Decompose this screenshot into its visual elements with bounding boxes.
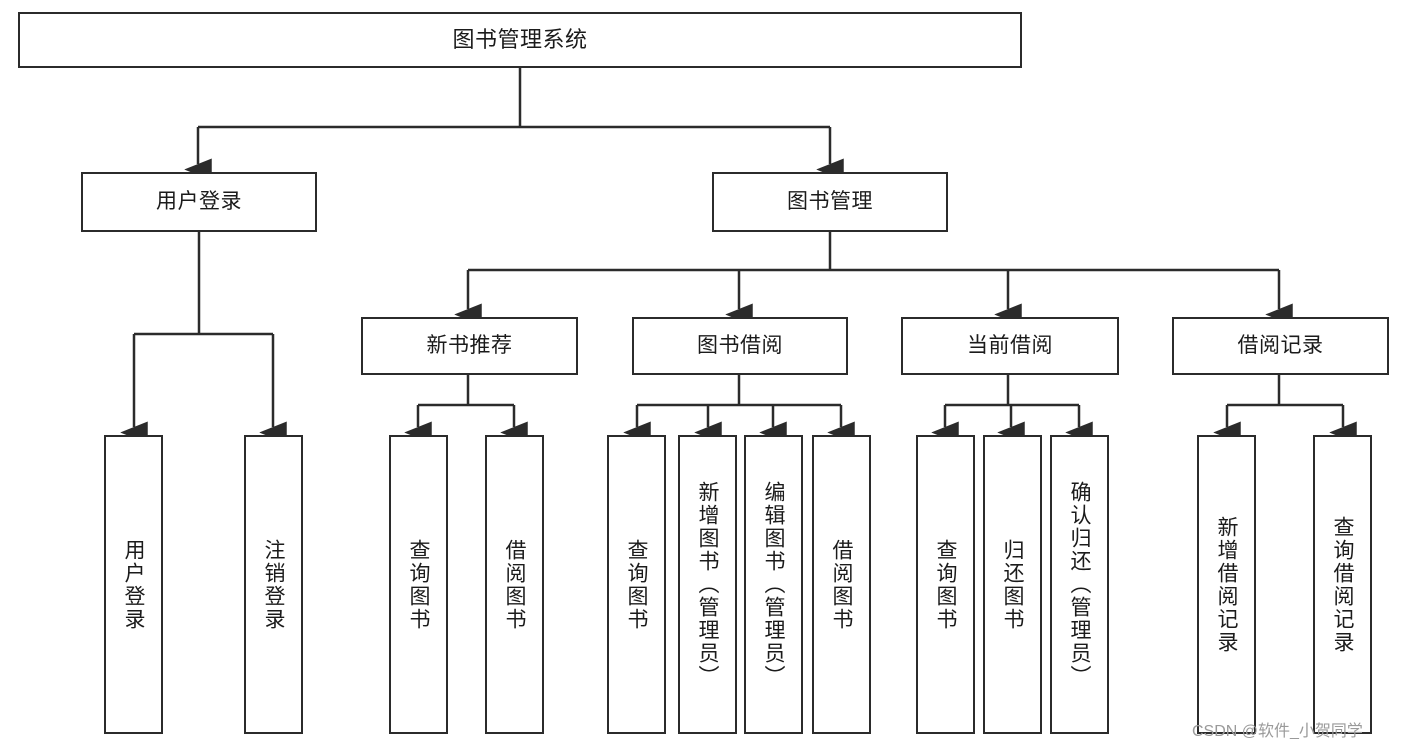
watermark-text: CSDN @软件_小贺同学	[1192, 723, 1363, 740]
node-leaf-logout-label: 注销登录	[262, 538, 285, 631]
node-leaf-query-book-a-label: 查询图书	[407, 538, 430, 631]
node-leaf-confirm-return[interactable]: 确认归还（管理员）	[1050, 435, 1109, 734]
node-leaf-add-book-label: 新增图书（管理员）	[696, 481, 719, 688]
node-leaf-query-book-b-label: 查询图书	[625, 538, 648, 631]
node-leaf-return-book-label: 归还图书	[1001, 538, 1024, 631]
node-leaf-query-book-a[interactable]: 查询图书	[389, 435, 448, 734]
node-current-borrow[interactable]: 当前借阅	[901, 317, 1119, 375]
node-leaf-query-record-label: 查询借阅记录	[1331, 515, 1354, 654]
node-leaf-borrow-book-a-label: 借阅图书	[503, 538, 526, 631]
node-leaf-borrow-book-b-label: 借阅图书	[830, 538, 853, 631]
node-book-management[interactable]: 图书管理	[712, 172, 948, 232]
node-leaf-query-book-c[interactable]: 查询图书	[916, 435, 975, 734]
node-borrow-record-label: 借阅记录	[1237, 333, 1324, 357]
node-leaf-add-record[interactable]: 新增借阅记录	[1197, 435, 1256, 734]
node-leaf-user-login-label: 用户登录	[122, 538, 145, 631]
node-new-book-recommend[interactable]: 新书推荐	[361, 317, 578, 375]
node-user-login[interactable]: 用户登录	[81, 172, 317, 232]
node-leaf-borrow-book-b[interactable]: 借阅图书	[812, 435, 871, 734]
node-leaf-query-record[interactable]: 查询借阅记录	[1313, 435, 1372, 734]
node-leaf-return-book[interactable]: 归还图书	[983, 435, 1042, 734]
node-leaf-query-book-b[interactable]: 查询图书	[607, 435, 666, 734]
node-book-borrow-label: 图书借阅	[697, 333, 783, 357]
node-leaf-add-book[interactable]: 新增图书（管理员）	[678, 435, 737, 734]
node-current-borrow-label: 当前借阅	[967, 333, 1053, 357]
node-leaf-user-login[interactable]: 用户登录	[104, 435, 163, 734]
node-new-book-recommend-label: 新书推荐	[426, 333, 513, 357]
node-book-management-label: 图书管理	[787, 189, 873, 213]
node-leaf-edit-book[interactable]: 编辑图书（管理员）	[744, 435, 803, 734]
node-leaf-edit-book-label: 编辑图书（管理员）	[762, 481, 785, 688]
node-leaf-confirm-return-label: 确认归还（管理员）	[1068, 481, 1091, 688]
node-user-login-label: 用户登录	[156, 189, 242, 213]
node-leaf-query-book-c-label: 查询图书	[934, 538, 957, 631]
node-leaf-add-record-label: 新增借阅记录	[1215, 515, 1238, 654]
node-root[interactable]: 图书管理系统	[18, 12, 1022, 68]
node-book-borrow[interactable]: 图书借阅	[632, 317, 848, 375]
node-borrow-record[interactable]: 借阅记录	[1172, 317, 1389, 375]
node-leaf-borrow-book-a[interactable]: 借阅图书	[485, 435, 544, 734]
node-leaf-logout[interactable]: 注销登录	[244, 435, 303, 734]
node-root-label: 图书管理系统	[452, 27, 588, 53]
